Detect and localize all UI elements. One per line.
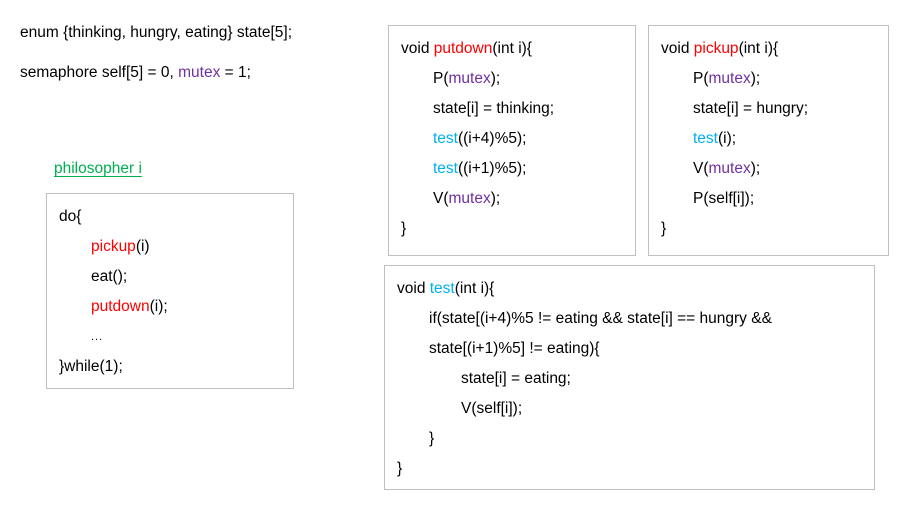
code-token-black: state[(i+1)%5] != eating){ xyxy=(429,340,600,357)
code-token-black: semaphore self[5] = 0, xyxy=(20,64,179,81)
code-token-purple: mutex xyxy=(708,160,751,177)
code-token-black: P(self[i]); xyxy=(693,190,755,207)
code-line: eat(); xyxy=(59,262,283,292)
code-token-red: pickup xyxy=(693,40,739,57)
code-token-black: } xyxy=(401,220,407,237)
code-token-cyan: test xyxy=(433,160,458,177)
code-line: } xyxy=(661,214,878,244)
code-token-black: do{ xyxy=(59,208,82,225)
code-box-pickup: void pickup(int i){P(mutex);state[i] = h… xyxy=(648,25,889,256)
code-token-black: (int i){ xyxy=(492,40,532,57)
code-line: V(self[i]); xyxy=(397,394,864,424)
code-line: void pickup(int i){ xyxy=(661,34,878,64)
code-line: } xyxy=(397,424,864,454)
code-token-black: ((i+4)%5); xyxy=(457,130,527,147)
code-token-black: ((i+1)%5); xyxy=(457,160,527,177)
code-line: state[i] = thinking; xyxy=(401,94,625,124)
code-line: void putdown(int i){ xyxy=(401,34,625,64)
code-token-black: state[i] = thinking; xyxy=(433,100,555,117)
code-token-black: void xyxy=(401,40,434,57)
code-token-cyan: test xyxy=(433,130,458,147)
code-line: P(self[i]); xyxy=(661,184,878,214)
code-token-black: void xyxy=(661,40,694,57)
code-token-black: state[i] = eating; xyxy=(461,370,571,387)
code-line: state[(i+1)%5] != eating){ xyxy=(397,334,864,364)
code-line: P(mutex); xyxy=(661,64,878,94)
code-token-black: ); xyxy=(750,70,761,87)
code-token-cyan: test xyxy=(693,130,718,147)
code-line: V(mutex); xyxy=(661,154,878,184)
code-token-black: if(state[(i+4)%5 != eating && state[i] =… xyxy=(429,310,772,327)
code-token-black: ); xyxy=(490,70,501,87)
code-line: if(state[(i+4)%5 != eating && state[i] =… xyxy=(397,304,864,334)
code-token-black: (i) xyxy=(135,238,150,255)
code-token-red: pickup xyxy=(91,238,136,255)
code-token-black: = 1; xyxy=(220,64,251,81)
code-token-black: ); xyxy=(750,160,761,177)
code-line: state[i] = hungry; xyxy=(661,94,878,124)
code-token-purple: mutex xyxy=(448,70,491,87)
code-box-test: void test(int i){ if(state[(i+4)%5 != eat… xyxy=(384,265,875,490)
declaration-semaphore: semaphore self[5] = 0, mutex = 1; xyxy=(20,62,251,84)
code-box-philosopher: do{ pickup(i) eat(); putdown(i);... }while(1… xyxy=(46,193,294,389)
code-token-black: }while(1); xyxy=(59,358,123,375)
code-line: test(i); xyxy=(661,124,878,154)
code-box-putdown: void putdown(int i){P(mutex);state[i] = … xyxy=(388,25,636,256)
code-token-black: V(self[i]); xyxy=(461,400,523,417)
code-line: V(mutex); xyxy=(401,184,625,214)
code-token-red: putdown xyxy=(91,298,150,315)
code-token-black: (int i){ xyxy=(454,280,495,297)
code-line: void test(int i){ xyxy=(397,274,864,304)
code-token-purple: mutex xyxy=(178,64,221,81)
code-line: putdown(i); xyxy=(59,292,283,322)
code-token-black: P( xyxy=(433,70,449,87)
code-token-black: eat(); xyxy=(91,268,128,285)
code-line: test((i+1)%5); xyxy=(401,154,625,184)
code-line: } xyxy=(397,454,864,484)
code-line: pickup(i) xyxy=(59,232,283,262)
code-token-black: ); xyxy=(490,190,501,207)
code-token-red: putdown xyxy=(433,40,493,57)
code-token-purple: mutex xyxy=(708,70,751,87)
philosopher-heading: philosopher i xyxy=(54,160,142,177)
code-line: P(mutex); xyxy=(401,64,625,94)
code-token-black: state[i] = hungry; xyxy=(693,100,809,117)
code-token-black: V( xyxy=(433,190,449,207)
code-token-cyan: test xyxy=(429,280,455,297)
code-token-black: enum {thinking, hungry, eating} state[5]… xyxy=(20,24,293,41)
code-token-black: (int i){ xyxy=(738,40,779,57)
code-line: test((i+4)%5); xyxy=(401,124,625,154)
code-token-black: void xyxy=(397,280,430,297)
code-token-black: } xyxy=(429,430,435,447)
code-line: state[i] = eating; xyxy=(397,364,864,394)
code-token-black: ... xyxy=(91,331,104,343)
declaration-enum: enum {thinking, hungry, eating} state[5]… xyxy=(20,22,292,44)
code-line: } xyxy=(401,214,625,244)
code-token-black: (i); xyxy=(717,130,737,147)
code-token-black: P( xyxy=(693,70,709,87)
code-line: do{ xyxy=(59,202,283,232)
code-token-purple: mutex xyxy=(448,190,491,207)
code-token-black: V( xyxy=(693,160,709,177)
code-token-black: (i); xyxy=(149,298,168,315)
code-token-black: } xyxy=(397,460,403,477)
code-token-black: } xyxy=(661,220,667,237)
code-line: }while(1); xyxy=(59,352,283,382)
code-line: ... xyxy=(59,322,283,352)
